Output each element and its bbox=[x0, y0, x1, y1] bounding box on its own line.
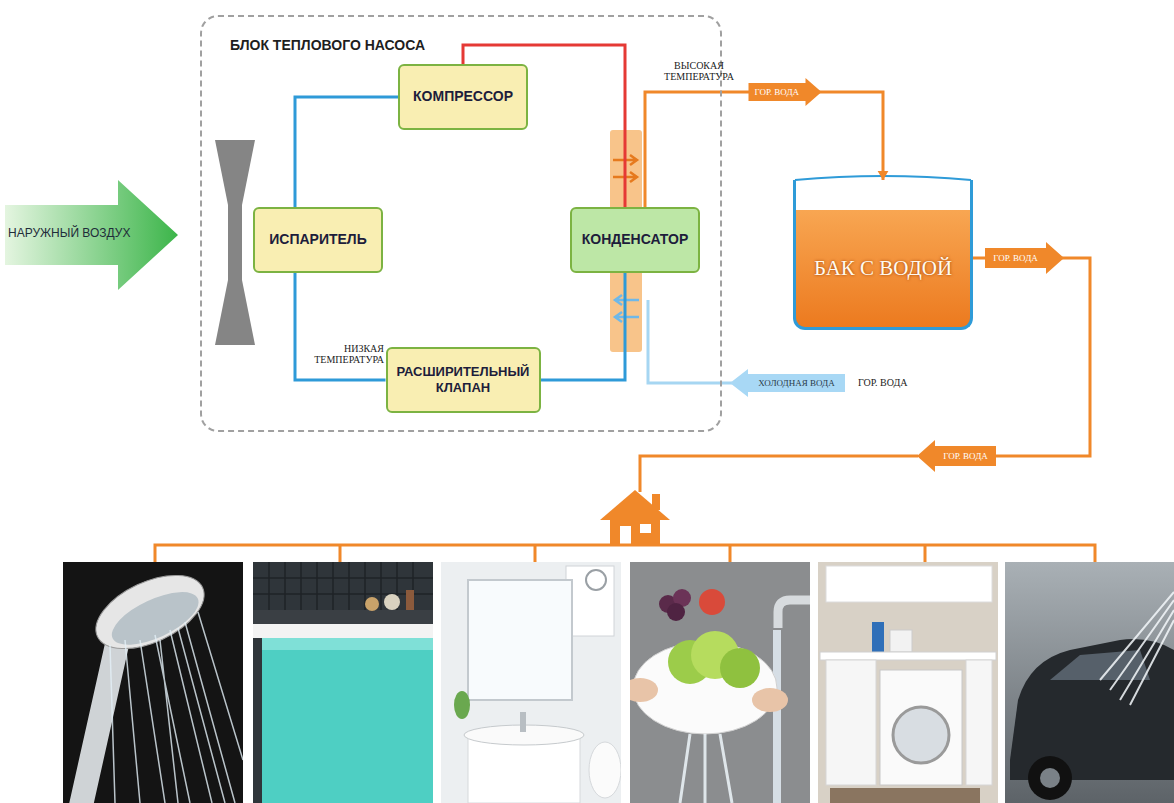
house-door bbox=[620, 526, 631, 545]
bath-item bbox=[406, 590, 414, 610]
node-label: РАСШИРИТЕЛЬНЫЙ КЛАПАН bbox=[394, 364, 533, 397]
faucet bbox=[778, 600, 810, 628]
label-arrow bbox=[749, 78, 822, 106]
pipe-connector bbox=[295, 97, 398, 207]
house-roof bbox=[600, 490, 670, 520]
faucet bbox=[520, 712, 526, 732]
house-chimney bbox=[652, 494, 660, 510]
window bbox=[566, 566, 614, 636]
condenser-box: КОНДЕНСАТОР bbox=[570, 207, 700, 273]
wall-tiles bbox=[253, 562, 433, 610]
edge-label: ГОР. ВОДА bbox=[749, 83, 806, 101]
toilet bbox=[589, 742, 621, 798]
photo-ground bbox=[1005, 562, 1174, 803]
towels bbox=[890, 630, 912, 652]
hand bbox=[630, 678, 658, 702]
temperature-note: ВЫСОКАЯ ТЕМПЕРАТУРА bbox=[656, 60, 742, 82]
air-label: НАРУЖНЫЙ ВОЗДУХ bbox=[8, 226, 158, 240]
temperature-note: НИЗКАЯ ТЕМПЕРАТУРА bbox=[300, 343, 384, 365]
rug bbox=[830, 788, 980, 803]
compressor-box: КОМПРЕССОР bbox=[398, 64, 528, 130]
washing-machine-photo bbox=[818, 562, 998, 803]
cold-water-pipe bbox=[648, 300, 732, 383]
tub-rim bbox=[253, 624, 433, 638]
plant bbox=[454, 691, 470, 719]
pipe-connector bbox=[295, 273, 386, 380]
house-icon bbox=[600, 490, 670, 545]
cold-flow-arrow bbox=[615, 295, 639, 305]
photo-ground bbox=[630, 562, 810, 803]
photo-ground bbox=[253, 562, 433, 803]
shower-head-rim bbox=[85, 562, 215, 664]
photo-ground bbox=[818, 562, 998, 803]
grape bbox=[667, 603, 685, 621]
water-stream bbox=[773, 630, 781, 803]
mirror bbox=[468, 580, 572, 700]
node-label: КОНДЕНСАТОР bbox=[582, 231, 689, 249]
photo-ground bbox=[441, 562, 621, 803]
car-hub bbox=[1040, 768, 1060, 788]
wall-shelf bbox=[826, 566, 992, 602]
cabinet bbox=[966, 660, 992, 785]
counter bbox=[820, 652, 996, 660]
washer-door bbox=[893, 707, 949, 763]
dripping-water bbox=[680, 734, 732, 803]
hot-water-label: ГОР. ВОДА bbox=[985, 248, 1046, 268]
lettuce bbox=[720, 648, 760, 688]
unit-title: БЛОК ТЕПЛОВОГО НАСОСА bbox=[230, 37, 425, 53]
expansion-valve-box: РАСШИРИТЕЛЬНЫЙ КЛАПАН bbox=[386, 347, 541, 413]
distribution-bracket bbox=[155, 545, 1095, 562]
car-wheel bbox=[1028, 756, 1072, 800]
detergent bbox=[872, 622, 884, 652]
bath-item bbox=[384, 594, 400, 610]
tub-ledge bbox=[253, 610, 433, 624]
cabinet bbox=[826, 660, 876, 785]
node-label: БАК С ВОДОЙ bbox=[814, 256, 952, 281]
shower-photo bbox=[63, 562, 243, 803]
washer-body bbox=[880, 670, 962, 785]
house-body bbox=[610, 518, 660, 545]
node-label: ИСПАРИТЕЛЬ bbox=[269, 231, 367, 249]
towel-ring bbox=[586, 570, 606, 590]
water-spray bbox=[1100, 592, 1174, 705]
hot-water-arrow bbox=[917, 440, 996, 472]
pipe-connector bbox=[541, 273, 626, 380]
hand bbox=[752, 688, 788, 712]
apple bbox=[699, 589, 725, 615]
car-body bbox=[1010, 639, 1174, 780]
cold-water-label: ХОЛОДНАЯ ВОДА bbox=[748, 374, 845, 392]
heat-pump-unit: БЛОК ТЕПЛОВОГО НАСОСА КОМПРЕССОР ИСПАРИТЕЛ… bbox=[200, 15, 722, 432]
hot-water-note: ГОР. ВОДА bbox=[858, 377, 928, 388]
cold-water-arrow bbox=[730, 369, 845, 397]
water-spray bbox=[110, 612, 243, 803]
cold-flow-arrow bbox=[615, 312, 639, 322]
fan-shape bbox=[215, 140, 255, 345]
hot-water-label: ГОР. ВОДА bbox=[935, 446, 996, 466]
hot-water-arrow bbox=[985, 242, 1064, 274]
bath-item bbox=[365, 597, 379, 611]
sink-photo bbox=[441, 562, 621, 803]
bath-water bbox=[262, 638, 433, 803]
air-arrow bbox=[5, 180, 178, 290]
arrow-head bbox=[878, 171, 889, 180]
water-tank: БАК С ВОДОЙ bbox=[793, 180, 973, 330]
washing-vegetables-photo bbox=[630, 562, 810, 803]
bathtub-photo bbox=[253, 562, 433, 803]
evaporator-box: ИСПАРИТЕЛЬ bbox=[253, 207, 383, 273]
car-wash-photo bbox=[1005, 562, 1174, 803]
node-label: КОМПРЕССОР bbox=[413, 88, 513, 106]
house-window bbox=[640, 524, 651, 533]
shower-head bbox=[85, 562, 215, 664]
water-highlight bbox=[262, 638, 433, 650]
